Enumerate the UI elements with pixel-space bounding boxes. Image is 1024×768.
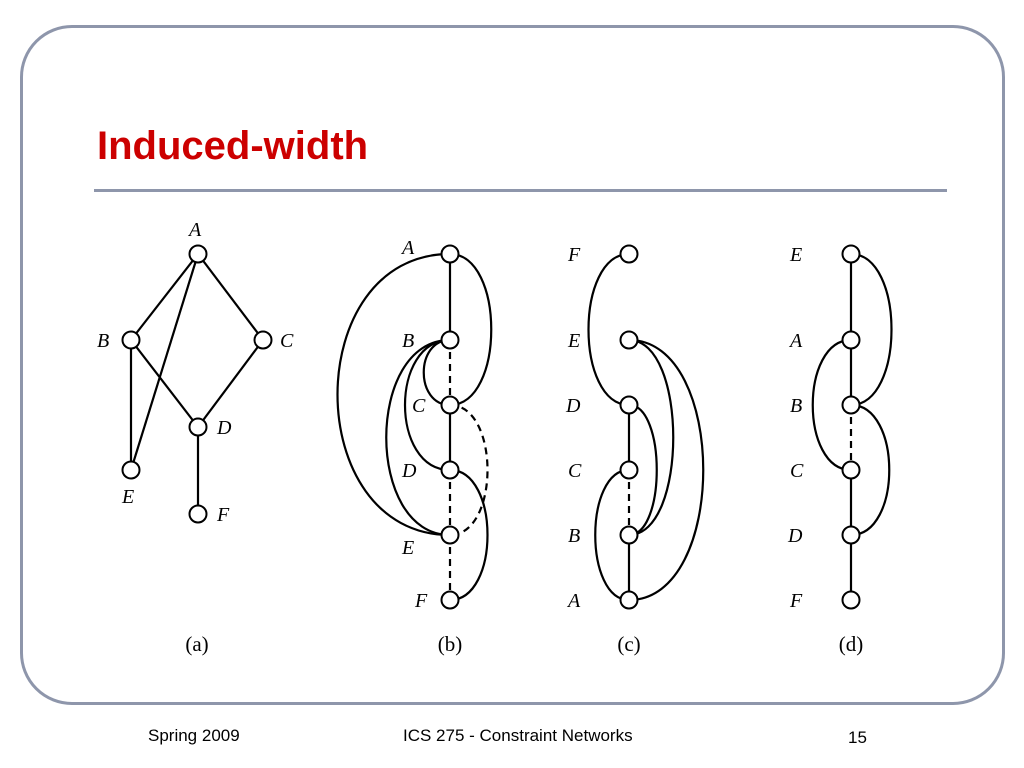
- arc-a-c: [449, 252, 493, 407]
- node-d: [619, 395, 639, 415]
- edge-a-e: [129, 253, 200, 471]
- node-b: [121, 330, 141, 350]
- label-d: D: [565, 395, 581, 417]
- arc-b-d: [850, 403, 891, 537]
- label-d: D: [401, 460, 417, 482]
- arc-b-d: [403, 338, 451, 472]
- label-d: D: [216, 417, 232, 439]
- node-b: [841, 395, 861, 415]
- caption-c: (c): [617, 632, 640, 656]
- label-f: F: [789, 590, 803, 612]
- footer-course: ICS 275 - Constraint Networks: [403, 726, 633, 745]
- label-f: F: [216, 504, 230, 526]
- node-c: [253, 330, 273, 350]
- label-d: D: [787, 525, 803, 547]
- node-f: [841, 590, 861, 610]
- arc-e-b: [628, 338, 675, 537]
- node-e: [440, 525, 460, 545]
- panel-c: F E D C B A (c): [565, 244, 705, 656]
- node-e: [121, 460, 141, 480]
- node-b: [440, 330, 460, 350]
- label-b: B: [97, 330, 109, 352]
- node-f: [619, 244, 639, 264]
- label-e: E: [401, 537, 414, 559]
- title-underline: [94, 189, 947, 192]
- node-c: [619, 460, 639, 480]
- slide-frame: [20, 25, 1005, 705]
- node-a: [188, 244, 208, 264]
- label-c: C: [568, 460, 582, 482]
- label-a: A: [400, 237, 415, 259]
- label-e: E: [789, 244, 802, 266]
- arc-c-e: [449, 403, 489, 537]
- node-f: [188, 504, 208, 524]
- panel-d: E A B C D F (d): [787, 244, 893, 656]
- arc-b-e: [385, 338, 451, 537]
- caption-b: (b): [438, 632, 463, 656]
- label-f: F: [414, 590, 428, 612]
- caption-a: (a): [185, 632, 208, 656]
- node-a: [841, 330, 861, 350]
- arc-d-b: [628, 403, 658, 537]
- node-c: [841, 460, 861, 480]
- caption-d: (d): [839, 632, 864, 656]
- label-f: F: [567, 244, 581, 266]
- slide-title: Induced-width: [97, 124, 369, 168]
- edge-a-c: [197, 253, 264, 341]
- arc-e-a: [628, 338, 705, 602]
- label-c: C: [412, 395, 426, 417]
- node-a: [619, 590, 639, 610]
- panel-a: A B C D E F (a): [97, 219, 294, 656]
- node-a: [440, 244, 460, 264]
- node-f: [440, 590, 460, 610]
- label-b: B: [790, 395, 802, 417]
- footer-page-number: 15: [848, 728, 867, 747]
- label-b: B: [568, 525, 580, 547]
- label-a: A: [187, 219, 202, 241]
- node-d: [841, 525, 861, 545]
- node-d: [440, 460, 460, 480]
- node-b: [619, 525, 639, 545]
- edge-a-b: [130, 253, 199, 341]
- arc-c-a: [594, 468, 630, 602]
- arc-d-f: [449, 468, 489, 602]
- label-a: A: [788, 330, 803, 352]
- node-d: [188, 417, 208, 437]
- node-e: [619, 330, 639, 350]
- arc-a-c: [811, 338, 852, 472]
- arc-e-b: [850, 252, 893, 407]
- footer-date: Spring 2009: [148, 726, 240, 745]
- label-e: E: [121, 486, 134, 508]
- label-a: A: [566, 590, 581, 612]
- panel-b: A B C D E F (b): [336, 237, 493, 656]
- arc-f-d: [587, 252, 630, 407]
- edge-b-d: [130, 339, 199, 428]
- arc-a-e: [336, 252, 451, 537]
- arc-b-c: [422, 338, 451, 407]
- label-c: C: [280, 330, 294, 352]
- label-c: C: [790, 460, 804, 482]
- edge-c-d: [197, 339, 264, 428]
- label-b: B: [402, 330, 414, 352]
- label-e: E: [567, 330, 580, 352]
- node-e: [841, 244, 861, 264]
- node-c: [440, 395, 460, 415]
